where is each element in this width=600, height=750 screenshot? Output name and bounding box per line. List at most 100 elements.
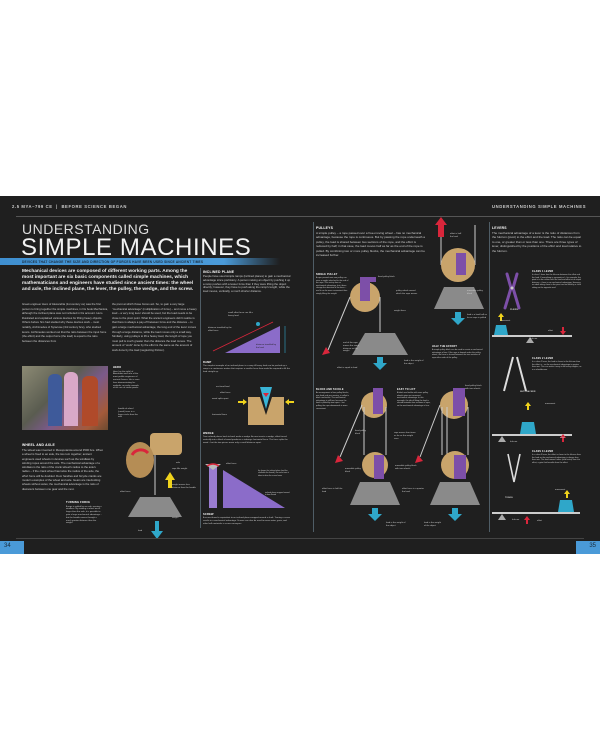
windlass-illustration: [126, 433, 182, 539]
class1-text: In class 1 lever has the fulcrum between…: [532, 274, 582, 289]
lever-beam: [492, 512, 580, 514]
tongs-icon: [507, 453, 521, 483]
load-label: load is the weight of the object: [386, 522, 406, 527]
block-tackle-diagram: [335, 388, 400, 521]
fixed-block: [373, 388, 383, 414]
weight-icon: [430, 482, 480, 505]
weight-label: weight: [172, 517, 179, 519]
wedge-label-horizontal: horizontal force: [212, 414, 227, 416]
weight-force-label: weight force: [394, 310, 406, 312]
moveable-block: [454, 455, 466, 479]
body-col-1: Greek engineer Hero of Alexandria (1st c…: [22, 302, 108, 343]
column-divider: [200, 268, 201, 528]
wheel-axle-text: The wheel was invented in Mesopotamia ar…: [22, 448, 104, 491]
fulcrum-icon: [498, 436, 506, 442]
easy-lift-heading: EASY TO LIFT: [397, 388, 416, 391]
fixed-block-label: fixed pulley block: [378, 276, 395, 278]
half-effort-text: A simple pulley block can be used to cre…: [432, 349, 483, 359]
rotation-arrow: [130, 448, 150, 456]
moveable-block-two-label: moveable pulley block with two wheels: [395, 465, 417, 470]
class1-fulcrum-label: fulcrum: [530, 338, 538, 340]
intro-paragraph: Mechanical devices are composed of diffe…: [22, 269, 194, 292]
levers-heading: LEVERS: [492, 226, 507, 230]
fulcrum-icon: [498, 514, 506, 520]
effort-equal-label: effort is equal to load: [337, 367, 358, 369]
pulley-wheel-label: pulley wheel around which the rope moves: [396, 290, 418, 295]
load-label: load: [138, 530, 143, 532]
horizontal-force-icon-left: [238, 399, 247, 405]
moveable-block: [374, 455, 384, 479]
block-tackle-text: An arrangement of two pulley blocks, one…: [316, 392, 349, 410]
class3-effort-label: effort: [537, 520, 542, 522]
rope-pull: [419, 404, 441, 458]
turning-force-heading: TURNING FORCE: [66, 501, 91, 504]
load-half-label: load is a load half as far as rope is pu…: [467, 314, 487, 319]
thread-plane: [223, 470, 285, 508]
load-weight-icon: [494, 325, 508, 335]
load-arrow-icon: [451, 312, 465, 325]
levers-section: LEVERS The mechanical advantage of a lev…: [492, 226, 582, 253]
effort-arrow-icon: [415, 455, 423, 463]
class1-effort-label: effort: [548, 330, 553, 332]
wedge: [260, 387, 272, 409]
inclined-plane-section: INCLINED PLANE People have used simple r…: [203, 270, 291, 294]
effort-arrow-icon: [560, 434, 566, 442]
single-pulley-text: A rope passed over one pulley can raise …: [316, 277, 349, 295]
half-effort-section: HALF THE EFFORT A simple pulley block ca…: [432, 345, 484, 359]
ramp-section: RAMP The simplest example of an inclined…: [203, 361, 291, 373]
class3-movement-label: movement: [555, 489, 566, 491]
screw-plane-label: inclined plane wrapped around to form th…: [265, 492, 290, 497]
running-head-right: UNDERSTANDING SIMPLE MACHINES: [492, 204, 587, 209]
nutcracker-label: NUTCRACKER: [520, 391, 536, 393]
load-arrow-icon: [151, 521, 163, 539]
body-col-2: the pivot at which those forces act. So,…: [112, 302, 197, 352]
half-effort-label: effort is half the load: [450, 233, 462, 238]
movement-arrow-icon: [165, 472, 175, 488]
lever-beam: [492, 335, 572, 337]
class1-heading: CLASS 1 LEVER: [532, 270, 554, 273]
wheel-axle-heading: WHEEL AND AXLE: [22, 443, 56, 447]
effort-arrow-icon: [322, 347, 330, 355]
movement-arrow-icon: [525, 402, 531, 410]
screw-heading: SCREW: [203, 513, 214, 516]
load-icon: [256, 322, 260, 326]
wedge-text: Two inclined planes back-to-back make a …: [203, 436, 288, 444]
header-rule: [16, 216, 600, 217]
effort-arrow-icon: [335, 455, 343, 463]
effort-quarter-label: effort force is a quarter the load: [402, 488, 424, 493]
pulleys-rule: [313, 222, 314, 532]
block-tackle-heading: BLOCK AND TACKLE: [316, 388, 344, 391]
body-col-2-wrap: the pivot at which those forces act. So,…: [112, 302, 198, 426]
class1-lever-diagram: [492, 313, 572, 343]
effort-arrow-icon: [524, 516, 530, 524]
levers-text: The mechanical advantage of a lever is t…: [492, 231, 582, 253]
turn-arrow-icon: [206, 463, 220, 467]
class2-movement-label: movement: [545, 403, 556, 405]
title-line-1: UNDERSTANDING: [22, 221, 150, 237]
fixed-block-label: fixed pulley block: [355, 430, 366, 435]
wedge-label-effort: effort force: [220, 392, 231, 394]
single-pulley-section: SINGLE PULLEY A rope passed over one pul…: [316, 273, 350, 295]
load-weight-icon: [520, 422, 536, 434]
effort-half-label: effort force is half the load: [322, 488, 343, 493]
movement-arrow-icon: [564, 490, 570, 498]
effort-arrow-icon: [263, 393, 269, 397]
wood-block: [248, 397, 284, 425]
pliers-icon: [503, 272, 521, 310]
class3-text: In a class 3 lever, the effort is closer…: [532, 454, 581, 464]
weight-icon: [350, 482, 400, 505]
ramp-text: The simplest example of an inclined plan…: [203, 365, 290, 373]
class2-lever-diagram: [492, 402, 572, 442]
screw-section: SCREW A screw thread is equivalent to an…: [203, 513, 291, 525]
subtitle-banner: DEVICES THAT CHANGE THE SIZE AND DIRECTI…: [0, 258, 280, 265]
class3-heading: CLASS 3 LEVER: [532, 450, 554, 453]
single-pulley-diagram: [322, 277, 408, 370]
screw-text: A screw thread is equivalent to an incli…: [203, 517, 290, 525]
load-distance-label: distance travelled by the load: [256, 344, 276, 349]
class2-fulcrum-label: fulcrum: [510, 441, 518, 443]
rope-label: rope lifts weight: [172, 468, 188, 470]
movement-arrow-icon: [498, 313, 504, 321]
rope-end-label: end of the rope moves the same distance …: [343, 342, 360, 353]
pulleys-section: PULLEYS A simple pulley – a rope passed …: [316, 226, 426, 257]
